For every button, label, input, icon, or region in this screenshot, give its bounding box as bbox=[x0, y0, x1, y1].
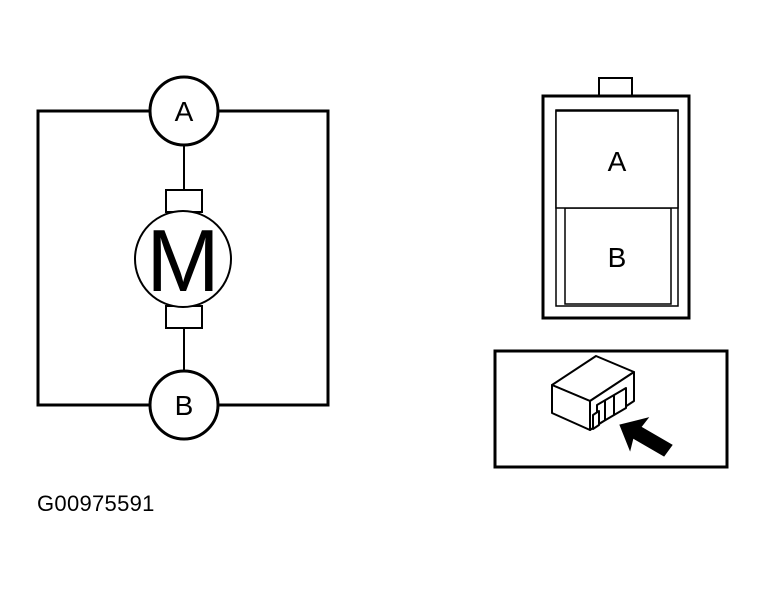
brush-top bbox=[165, 189, 203, 213]
terminal-b-circle bbox=[148, 369, 220, 441]
motor-symbol: M bbox=[146, 211, 219, 310]
connector-face-view: A B bbox=[541, 77, 691, 320]
connector-latch bbox=[598, 77, 633, 98]
loop-wire bbox=[36, 109, 330, 407]
terminal-b-label: B bbox=[175, 390, 194, 421]
cavity-a-box bbox=[555, 110, 679, 209]
arrow-icon bbox=[619, 417, 673, 457]
cavity-b-label: B bbox=[608, 242, 627, 273]
terminal-a-label: A bbox=[175, 96, 194, 127]
connector-inset bbox=[493, 349, 729, 469]
motor-schematic: M A B bbox=[36, 75, 330, 441]
connector-body-icon bbox=[551, 355, 635, 431]
figure-id: G00975591 bbox=[37, 491, 155, 516]
cavity-a-label: A bbox=[608, 146, 627, 177]
terminal-a-circle bbox=[148, 75, 220, 147]
motor-icon bbox=[134, 210, 232, 308]
